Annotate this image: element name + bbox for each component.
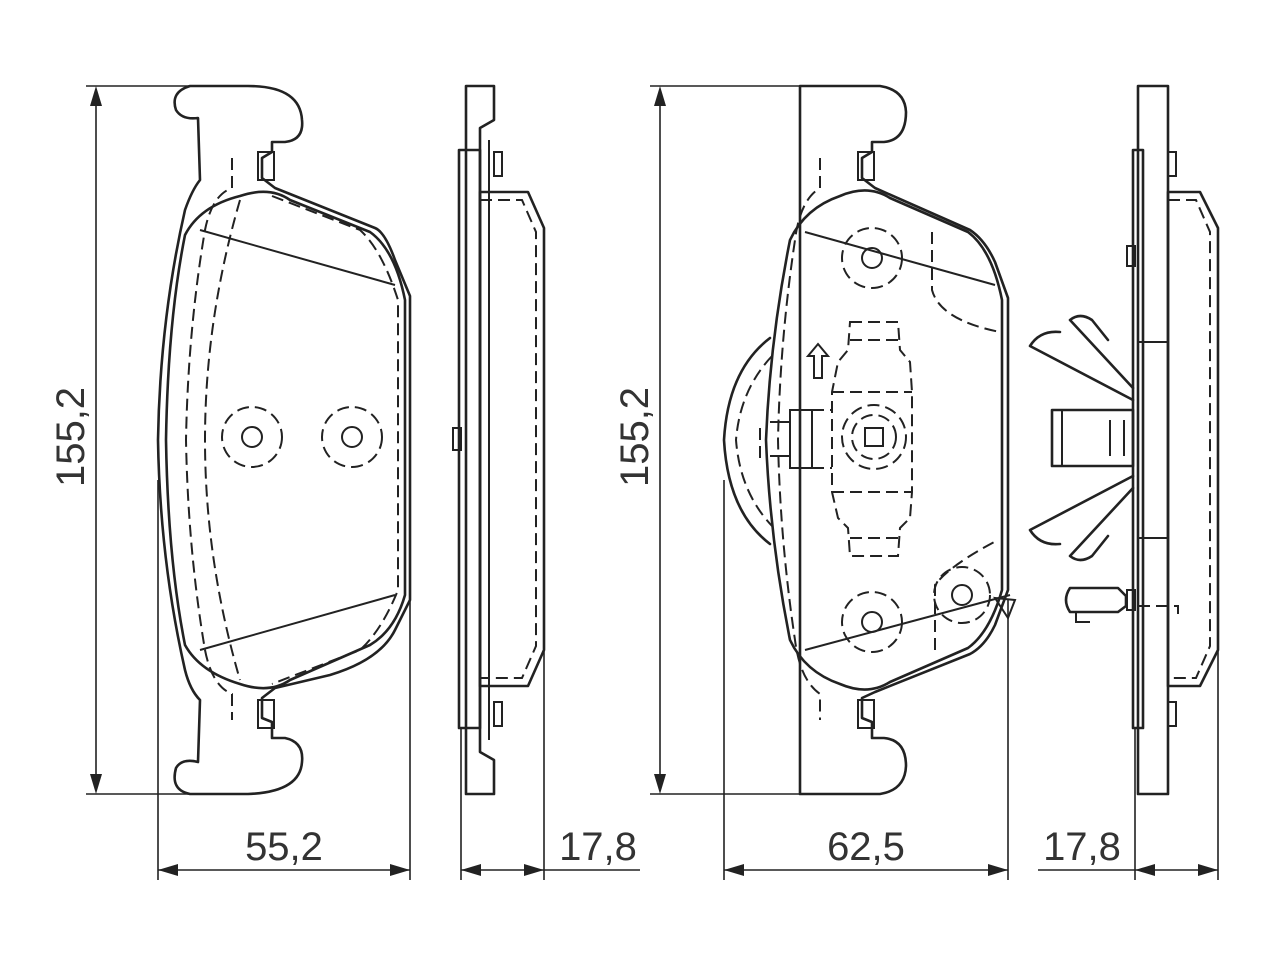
right-sensor-wire: [993, 596, 1017, 621]
right-spring-clip: [831, 321, 913, 557]
right-height-label: 155,2: [613, 387, 657, 487]
right-side-wear-sensor-hook: [1075, 612, 1090, 623]
right-side-spring-body: [1050, 408, 1135, 468]
right-sensor: [951, 584, 973, 606]
left-height-arrow-bottom: [90, 774, 102, 794]
left-side-tab-top: [493, 151, 503, 177]
right-friction-material: [764, 189, 1004, 691]
right-sensor-outer: [933, 566, 991, 624]
right-thick-arrow-r: [1198, 864, 1218, 876]
left-thickness-label: 17,8: [559, 825, 637, 869]
left-side-plate: [464, 84, 496, 796]
left-pad-front-view: [156, 84, 412, 796]
right-caliper-bump: [722, 336, 772, 546]
right-side-wear-sensor: [1064, 586, 1128, 614]
right-tab-bottom: [857, 699, 875, 729]
left-hole-1-outer: [221, 406, 283, 468]
right-side-spring-lower-inner: [1028, 474, 1135, 546]
right-hidden-lower-pocket: [934, 539, 999, 650]
left-side-shim: [457, 148, 482, 730]
right-hidden-upper-pocket: [931, 232, 1001, 333]
right-side-hidden: [1168, 199, 1211, 679]
dimension-lines: [86, 85, 1219, 880]
right-side-tab-top: [1167, 151, 1177, 177]
left-side-tab-bottom: [493, 701, 503, 727]
left-width-arrow-l: [158, 864, 178, 876]
right-height-arrow-top: [654, 86, 666, 106]
left-hidden-arc: [203, 199, 241, 681]
left-hidden-contour: [184, 158, 233, 720]
right-side-wear-sensor-hidden: [1138, 605, 1179, 620]
right-side-spring-lower: [1068, 486, 1135, 562]
right-direction-arrow-icon: [805, 342, 831, 379]
right-center-ring-1: [841, 404, 907, 470]
left-side-hidden: [480, 199, 537, 679]
right-hole-top-outer: [841, 227, 903, 289]
left-hole-2: [341, 426, 363, 448]
left-thick-arrow-l: [461, 864, 481, 876]
right-side-spring-upper-inner: [1028, 330, 1135, 402]
right-chamfer-bottom: [804, 594, 1011, 651]
left-side-pin: [452, 427, 462, 451]
left-chamfer-top: [199, 229, 396, 286]
left-thick-arrow-r: [524, 864, 544, 876]
right-width-label: 62,5: [827, 825, 905, 869]
right-caliper-bump-hidden: [734, 355, 773, 527]
right-width-arrow-r: [988, 864, 1008, 876]
right-side-pin-1: [1126, 245, 1136, 267]
right-thick-arrow-l: [1135, 864, 1155, 876]
right-hole-bottom: [861, 611, 883, 633]
left-tab-bottom: [257, 699, 275, 729]
right-tab-top: [857, 151, 875, 181]
left-hole-2-outer: [321, 406, 383, 468]
left-height-arrow-top: [90, 86, 102, 106]
right-pad-front-view: [722, 84, 1017, 796]
right-hidden-contour: [776, 158, 821, 720]
right-side-clip-hidden: [759, 409, 832, 469]
left-hidden-contour-right: [271, 195, 399, 685]
right-thickness-label: 17,8: [1043, 825, 1121, 869]
left-friction-material: [164, 190, 407, 690]
right-backing-plate: [798, 84, 1010, 796]
right-height-arrow-bottom: [654, 774, 666, 794]
left-pad-side-view: [452, 84, 546, 796]
right-pad-side-view: [1028, 84, 1220, 796]
left-backing-plate: [156, 84, 412, 796]
right-hole-bottom-outer: [841, 591, 903, 653]
left-tab-top: [257, 151, 275, 181]
left-hole-1: [241, 426, 263, 448]
right-side-clip: [770, 409, 813, 469]
left-chamfer-bottom: [199, 594, 396, 651]
right-chamfer-top: [804, 231, 996, 286]
dimension-labels: 155,2 155,2 55,2 17,8 62,5 17,8: [49, 387, 1121, 869]
right-side-pin-2: [1126, 589, 1136, 611]
right-side-tab-bottom: [1167, 701, 1177, 727]
right-side-spring-upper: [1068, 314, 1135, 390]
left-width-arrow-r: [390, 864, 410, 876]
left-height-label: 155,2: [49, 387, 93, 487]
right-width-arrow-l: [724, 864, 744, 876]
right-hole-top: [861, 247, 883, 269]
right-center-ring-2: [851, 414, 897, 460]
right-center-square: [864, 427, 884, 447]
left-width-label: 55,2: [245, 825, 323, 869]
